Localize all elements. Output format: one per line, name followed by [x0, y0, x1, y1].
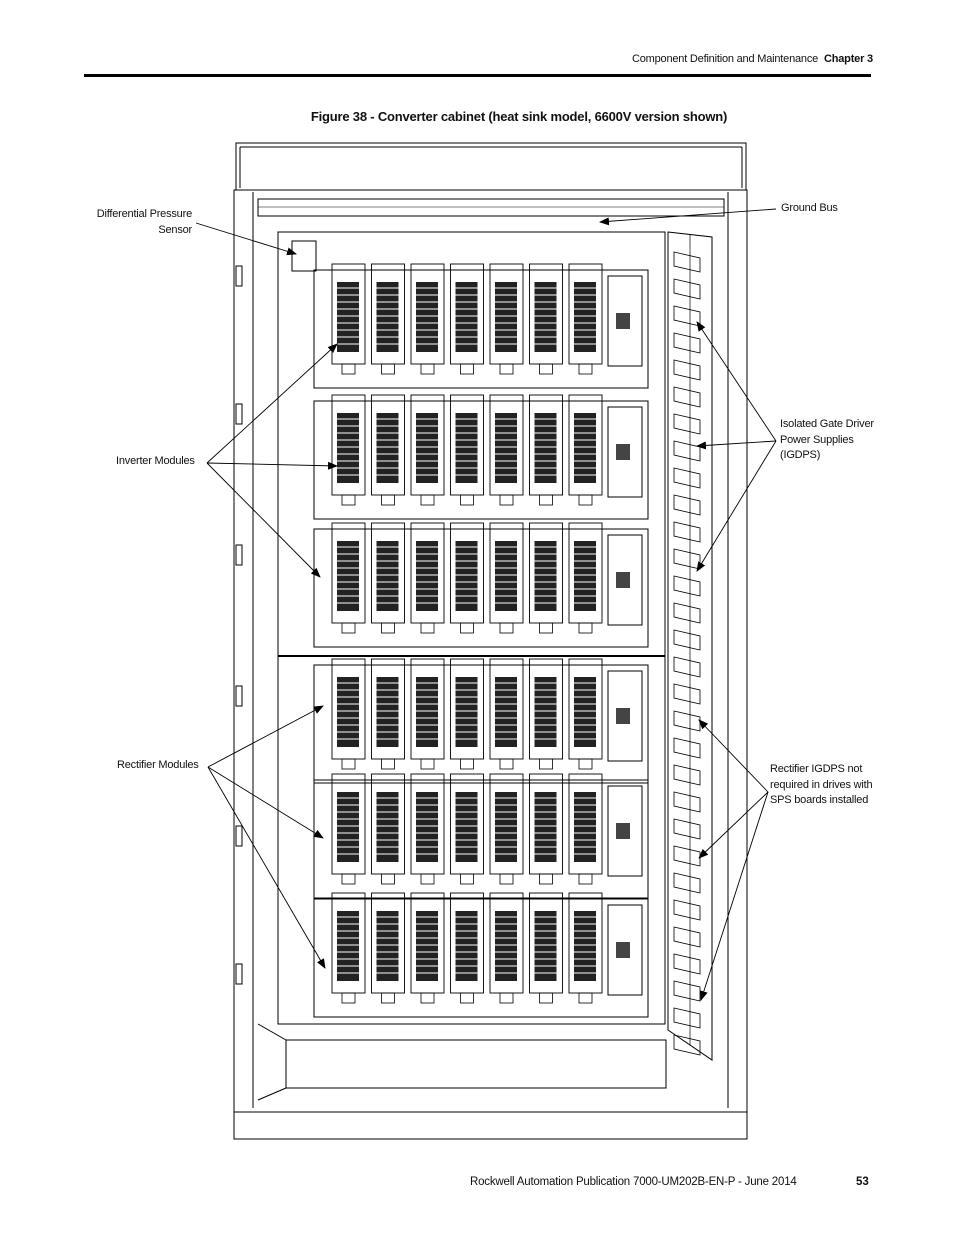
callout-rectifier-modules-line1: Rectifier Modules — [117, 759, 199, 771]
igdps-card — [673, 359, 701, 381]
igdps-card — [673, 440, 701, 462]
leader-igdps-2 — [696, 440, 777, 450]
igdps-card — [673, 1007, 701, 1029]
callout-rectifier-igdps-line3: SPS boards installed — [770, 794, 869, 806]
callout-rectifier-modules: Rectifier Modules — [117, 758, 199, 774]
igdps-card — [673, 251, 701, 273]
igdps-card — [673, 548, 701, 570]
module-row-4 — [313, 658, 649, 784]
inner-back-panel — [277, 231, 666, 1025]
leader-rectifier-3 — [207, 766, 326, 969]
header-chapter: Chapter 3 — [824, 53, 873, 65]
leader-pressure-sensor — [195, 222, 297, 256]
callout-rectifier-igdps-line1: Rectifier IGDPS not — [770, 763, 863, 775]
igdps-card — [673, 413, 701, 435]
module-row-5 — [313, 773, 649, 899]
igdps-card — [673, 899, 701, 921]
igdps-card — [673, 683, 701, 705]
callout-igdps-line3: (IGDPS) — [780, 449, 821, 461]
leader-igdps-3 — [696, 440, 777, 572]
ground-bus-bar — [257, 198, 725, 217]
hinge-5 — [235, 825, 243, 847]
module-rows — [313, 263, 649, 1018]
igdps-cards — [673, 251, 701, 1056]
igdps-card — [673, 980, 701, 1002]
hinge-4 — [235, 685, 243, 707]
figure-title: Figure 38 - Converter cabinet (heat sink… — [310, 109, 728, 124]
pressure-sensor-box — [291, 240, 317, 272]
leader-inverter-2 — [206, 461, 338, 470]
igdps-card — [673, 494, 701, 516]
callout-pressure-sensor-line1: Differential Pressure — [96, 208, 192, 220]
leader-igdps-1 — [696, 321, 777, 442]
cabinet-top-cap — [235, 142, 747, 191]
igdps-card — [673, 791, 701, 813]
leader-rectifier-1 — [207, 705, 324, 768]
igdps-card — [673, 521, 701, 543]
leader-rectifier-2 — [207, 766, 324, 839]
module-row-2 — [313, 394, 649, 520]
footer-publication: Rockwell Automation Publication 7000-UM2… — [470, 1176, 797, 1188]
hinge-3 — [235, 544, 243, 566]
igdps-card — [673, 656, 701, 678]
header-rule — [84, 74, 871, 77]
igdps-card — [673, 278, 701, 300]
callout-igdps-line2: Power Supplies — [780, 433, 854, 446]
callout-pressure-sensor: Differential Pressure Sensor — [90, 207, 192, 238]
callout-igdps-line1: Isolated Gate Driver — [780, 418, 874, 430]
igdps-card — [673, 764, 701, 786]
igdps-card — [673, 926, 701, 948]
leader-rectifier-igdps-1 — [698, 719, 769, 793]
callout-rectifier-igdps: Rectifier IGDPS not required in drives w… — [770, 762, 873, 809]
igdps-strip — [667, 231, 713, 1061]
footer-page-number: 53 — [856, 1176, 869, 1188]
leader-inverter-1 — [206, 343, 338, 464]
callout-rectifier-igdps-line2: required in drives with — [770, 778, 873, 791]
igdps-card — [673, 872, 701, 894]
igdps-card — [673, 818, 701, 840]
igdps-card — [673, 1034, 701, 1056]
leader-rectifier-igdps-3 — [699, 791, 769, 1001]
hinge-1 — [235, 265, 243, 287]
module-row-1 — [313, 263, 649, 389]
leader-ground-bus — [599, 208, 777, 226]
leader-inverter-3 — [206, 462, 321, 578]
igdps-card — [673, 602, 701, 624]
header-section-title: Component Definition and Maintenance — [632, 53, 819, 65]
callout-ground-bus: Ground Bus — [781, 201, 838, 217]
igdps-card — [673, 710, 701, 732]
igdps-card — [673, 737, 701, 759]
callout-igdps: Isolated Gate Driver Power Supplies (IGD… — [780, 417, 874, 464]
cabinet-body — [233, 189, 748, 1113]
leader-rectifier-igdps-2 — [698, 791, 769, 859]
igdps-card — [673, 305, 701, 327]
module-row-3 — [313, 522, 649, 648]
igdps-card — [673, 845, 701, 867]
igdps-card — [673, 953, 701, 975]
callout-pressure-sensor-line2: Sensor — [158, 223, 192, 236]
igdps-card — [673, 467, 701, 489]
igdps-card — [673, 386, 701, 408]
callout-inverter-modules-line1: Inverter Modules — [116, 455, 195, 467]
callout-inverter-modules: Inverter Modules — [116, 454, 195, 470]
callout-ground-bus-line1: Ground Bus — [781, 202, 838, 214]
cabinet-base — [233, 1111, 748, 1140]
hinge-6 — [235, 963, 243, 985]
igdps-card — [673, 575, 701, 597]
igdps-card — [673, 629, 701, 651]
igdps-card — [673, 332, 701, 354]
hinge-2 — [235, 403, 243, 425]
module-row-6 — [313, 892, 649, 1018]
